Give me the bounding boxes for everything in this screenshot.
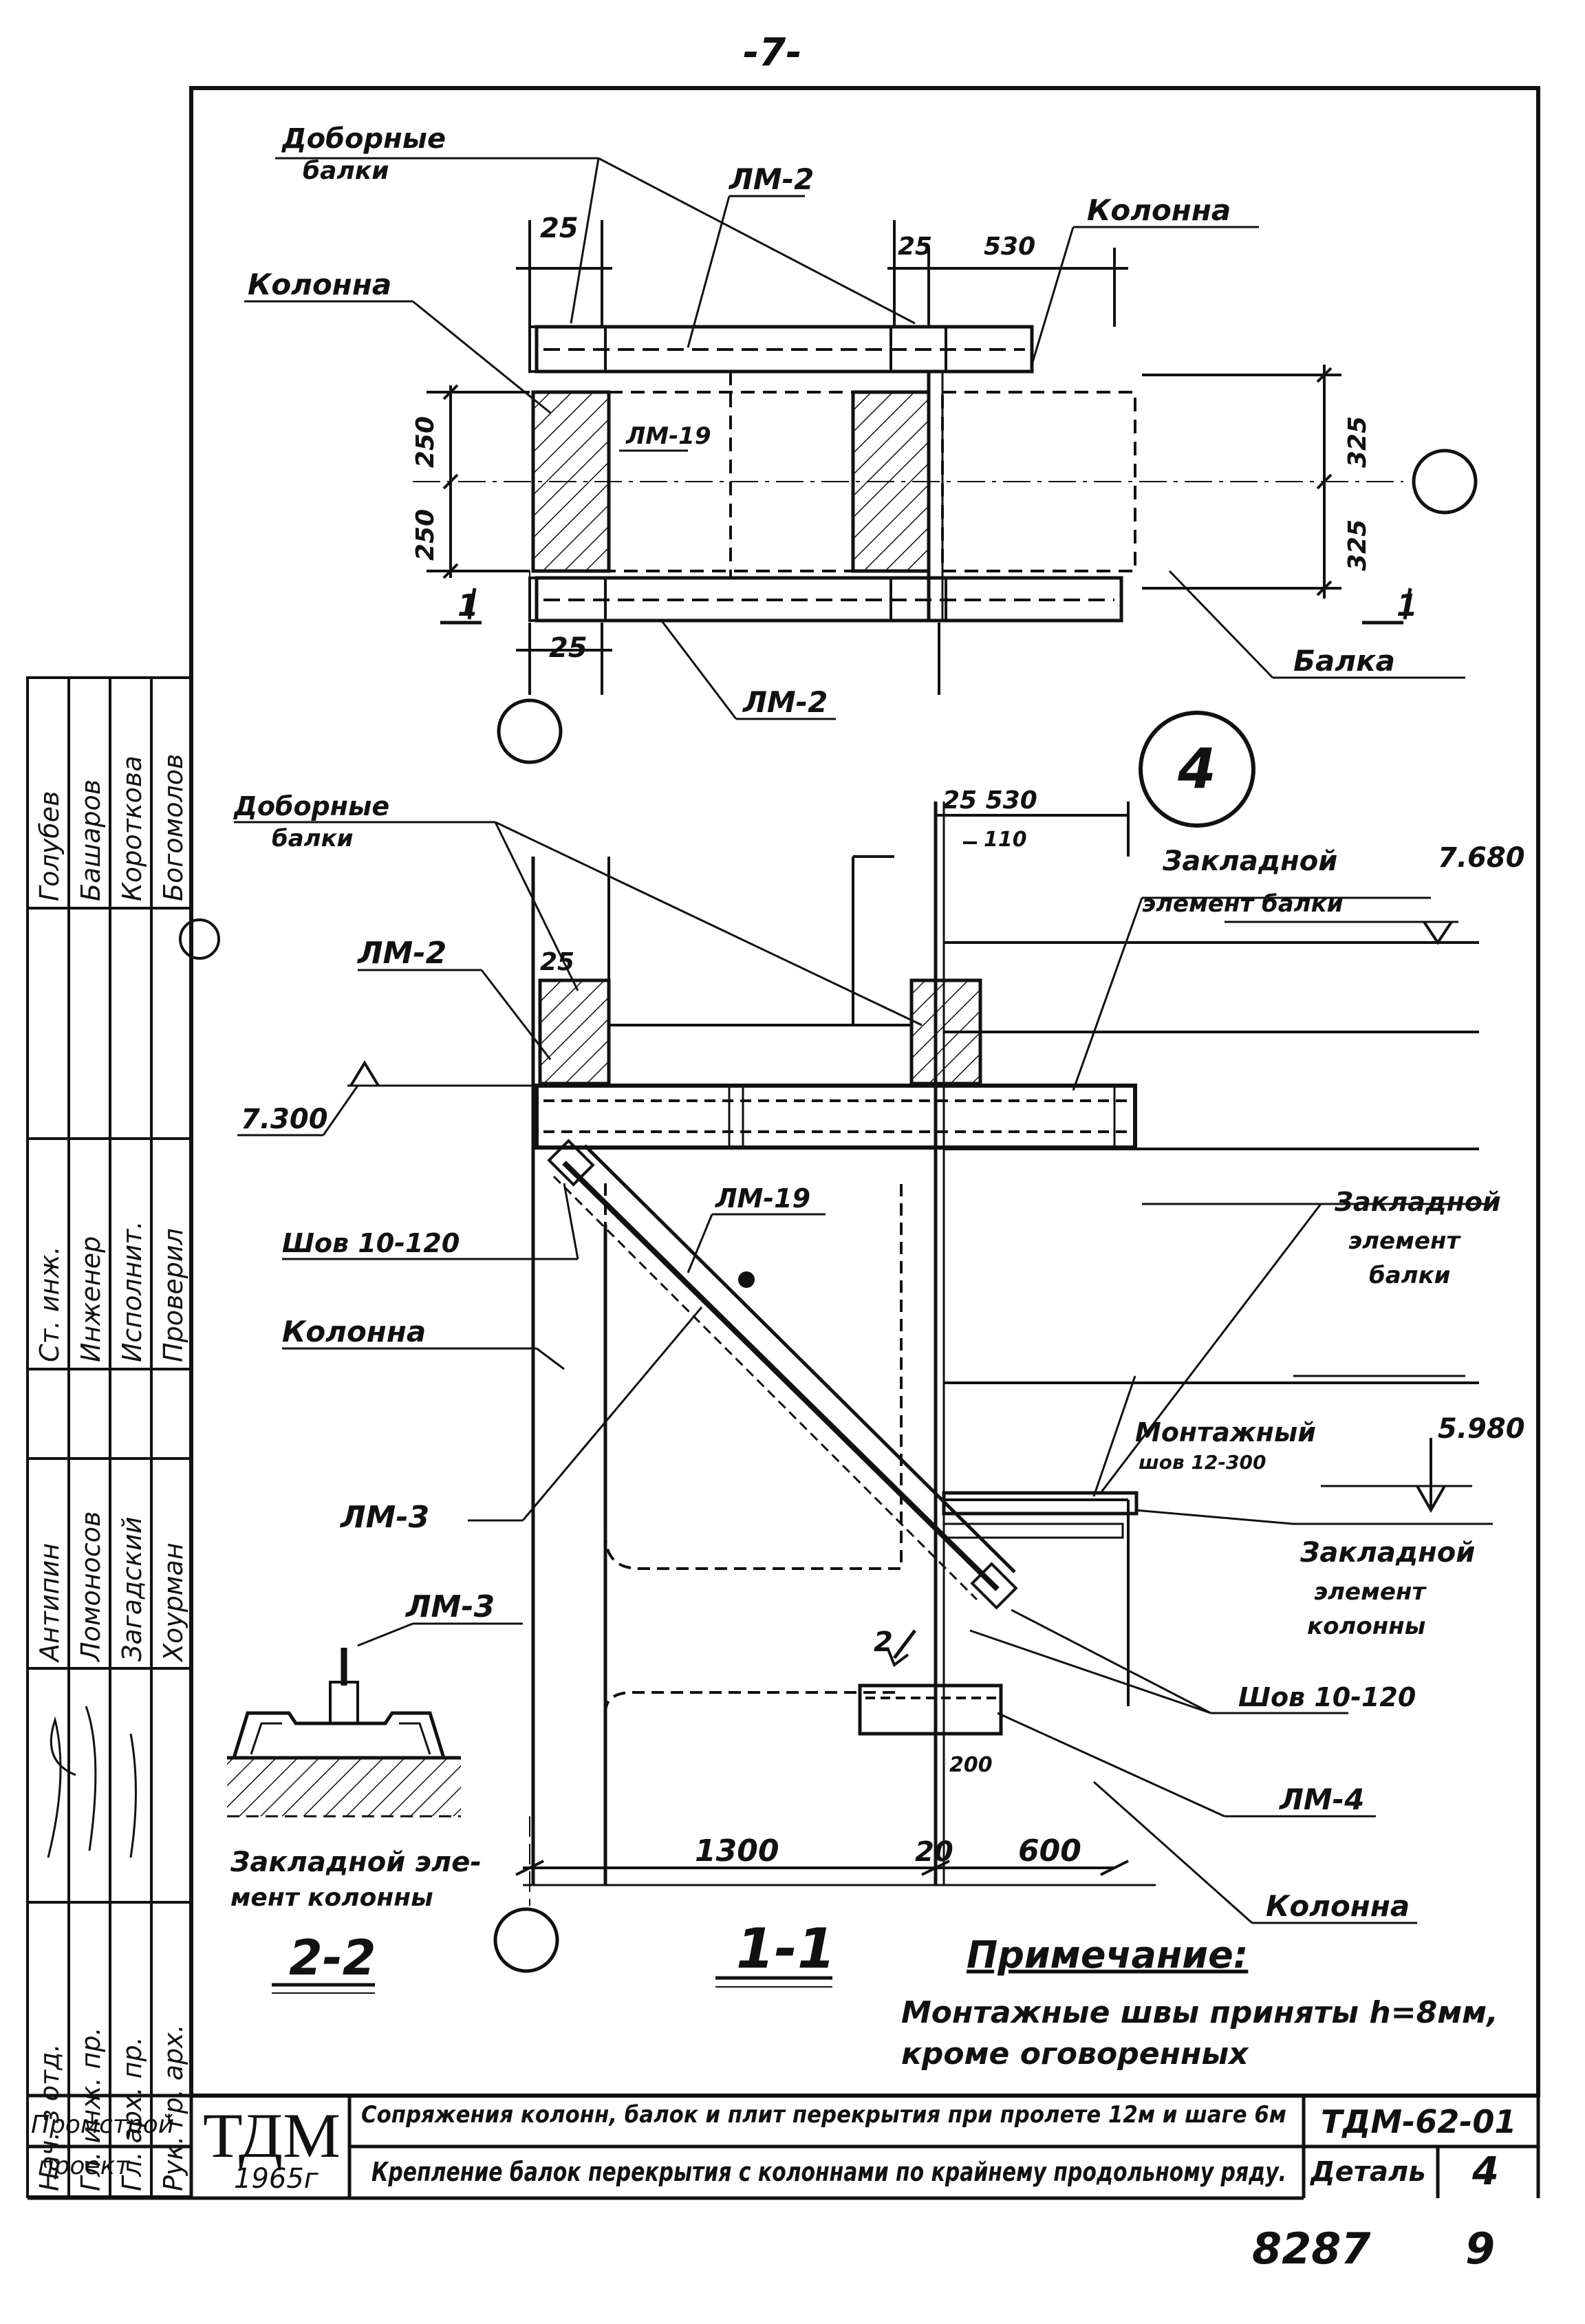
note-heading: Примечание: [967, 1933, 1248, 1977]
section-zakladnoy-balki-2-line3: балки [1369, 1262, 1451, 1289]
stamp-series-title: Сопряжения колонн, балок и плит перекрыт… [361, 2101, 1286, 2129]
plan-dim-250-a: 250 [411, 416, 440, 468]
section-dim-110: 110 [984, 828, 1027, 852]
section-dim-600: 600 [1018, 1833, 1081, 1869]
section-dim-1300: 1300 [695, 1833, 779, 1869]
stamp-role-2-2: Инженер [76, 1236, 106, 1362]
stamp-names-col2: Голубев Башаров Короткова Богомолов [34, 754, 188, 901]
section-zakladnoy-balki-2-line2: элемент [1348, 1227, 1461, 1255]
section-label-kolonna-1: Колонна [282, 1315, 426, 1348]
plan-view [244, 157, 1478, 764]
plan-section-mark-right: 1 [1397, 588, 1418, 623]
stamp-name-1-2: Ломоносов [76, 1511, 106, 1663]
plan-dim-325-a: 325 [1344, 416, 1372, 468]
note-line-1: Монтажные швы приняты h=8мм, [901, 1995, 1498, 2030]
stamp-logo: ТДМ [203, 2100, 341, 2171]
detail-number-circle [1139, 711, 1255, 828]
section-zakladnoy-balki-1-line2: элемент балки [1142, 890, 1344, 918]
detail22-label-lm3: ЛМ-3 [405, 1589, 495, 1624]
plan-dobornye-line1: Доборные [281, 123, 446, 155]
plan-dobornye-line2: балки [303, 157, 389, 185]
page-number: -7- [743, 30, 801, 75]
stamp-role-1-1: Нач. з отд. [34, 2044, 65, 2192]
signature-stamp [26, 676, 220, 2198]
section-dobornye-line1: Доборные [233, 791, 389, 821]
section-level-7680: 7.680 [1438, 842, 1525, 874]
section-title-1-1: 1-1 [736, 1917, 836, 1981]
stamp-name-1-1: Антипин [34, 1543, 65, 1664]
detail22-zakladnoy-line2: мент колонны [230, 1884, 433, 1912]
plan-dim-325-b: 325 [1344, 519, 1372, 571]
title-block [28, 2094, 1540, 2200]
section-label-lm2: ЛМ-2 [356, 936, 446, 971]
stamp-names-col1: Антипин Ломоносов Загадский Хоурман [34, 1511, 188, 1664]
plan-label-lm2-bottom: ЛМ-2 [742, 685, 828, 719]
stamp-name-2-4: Богомолов [158, 754, 188, 901]
plan-label-lm2-top: ЛМ-2 [728, 162, 814, 196]
stamp-name-2-3: Короткова [117, 755, 147, 901]
detail22-zakladnoy-line1: Закладной эле- [230, 1847, 482, 1878]
stamp-name-2-1: Голубев [34, 791, 65, 901]
section-zakladnoy-kolonny-line2: элемент [1314, 1578, 1427, 1606]
plan-label-balka: Балка [1293, 644, 1395, 678]
stamp-role-2-3: Исполнит. [117, 1221, 147, 1362]
stamp-role-2-4: Проверил [158, 1228, 188, 1362]
section-mark-2: 2 [874, 1626, 893, 1658]
section-label-lm19: ЛМ-19 [715, 1183, 810, 1214]
plan-dim-530: 530 [984, 233, 1035, 261]
stamp-role-1-2: Гл. инж. пр. [76, 2027, 106, 2191]
note-line-2: кроме оговоренных [901, 2036, 1249, 2072]
stamp-org-line1: Промстрой [31, 2111, 174, 2139]
section-label-lm4: ЛМ-4 [1278, 1783, 1364, 1816]
plan-label-kolonna-right: Колонна [1087, 193, 1231, 227]
stamp-sheet-title: Крепление балок перекрытия с колоннами п… [371, 2157, 1286, 2187]
section-level-7300: 7.300 [241, 1104, 328, 1135]
stamp-role-1-4: Рук. гр. арх. [158, 2024, 188, 2191]
stamp-roles-col2: Ст. инж. Инженер Исполнит. Проверил [34, 1221, 188, 1362]
section-level-5980: 5.980 [1438, 1413, 1525, 1445]
plan-dim-25-b: 25 [898, 233, 932, 261]
stamp-name-1-4: Хоурман [158, 1542, 188, 1663]
plan-dim-25-a: 25 [540, 213, 579, 244]
section-label-kolonna-2: Колонна [1266, 1889, 1410, 1923]
stamp-detail-label: Деталь [1309, 2156, 1426, 2188]
section-dim-25: 25 [540, 948, 574, 976]
section-view [234, 801, 1493, 1988]
detail-number: 4 [1177, 737, 1216, 801]
stamp-org-line2: проект [38, 2152, 130, 2180]
stamp-name-1-3: Загадский [117, 1517, 147, 1661]
stamp-role-1-3: Гл. арх. пр. [117, 2036, 147, 2191]
section-zakladnoy-balki-2-line1: Закладной [1334, 1187, 1501, 1217]
plan-dim-250-b: 250 [411, 509, 440, 561]
section-montazhny-line1: Монтажный [1135, 1417, 1316, 1448]
section-zakladnoy-kolonny-line1: Закладной [1300, 1537, 1475, 1569]
plan-label-lm19: ЛМ-19 [625, 422, 711, 450]
section-label-shov-1: Шов 10-120 [282, 1228, 460, 1258]
section-dim-25-530: 25 530 [942, 786, 1037, 815]
stamp-name-2-2: Башаров [76, 779, 106, 901]
stamp-series-code: ТДМ-62-01 [1321, 2103, 1516, 2140]
detail22-title: 2-2 [289, 1930, 376, 1986]
plan-section-mark-left: 1 [457, 588, 479, 623]
stamp-year: 1965г [234, 2163, 319, 2195]
stamp-roles-col1: Нач. з отд. Гл. инж. пр. Гл. арх. пр. Ру… [34, 2024, 188, 2191]
section-zakladnoy-kolonny-line3: колонны [1307, 1613, 1425, 1640]
stamp-role-2-1: Ст. инж. [34, 1246, 65, 1362]
section-zakladnoy-balki-1-line1: Закладной [1162, 846, 1337, 877]
plan-dim-25-c: 25 [549, 632, 587, 664]
section-dim-20: 20 [915, 1836, 953, 1868]
section-label-lm3: ЛМ-3 [339, 1500, 429, 1535]
footer-page: 9 [1465, 2224, 1495, 2274]
section-dobornye-line2: балки [272, 825, 354, 852]
detail-2-2 [227, 1622, 523, 1994]
section-label-shov-2: Шов 10-120 [1238, 1682, 1416, 1712]
section-montazhny-line2: шов 12-300 [1139, 1451, 1266, 1474]
section-dim-200: 200 [949, 1753, 993, 1777]
footer-number: 8287 [1252, 2224, 1371, 2274]
stamp-detail-value: 4 [1471, 2149, 1499, 2194]
plan-label-kolonna-left: Колонна [248, 268, 391, 301]
